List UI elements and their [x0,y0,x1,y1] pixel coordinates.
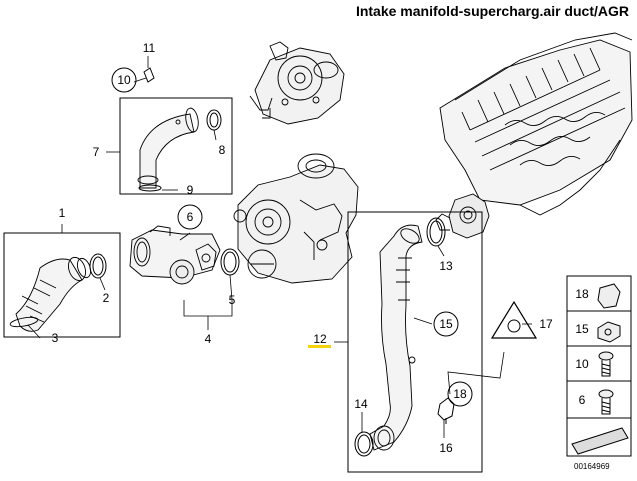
legend-nut-icon [597,321,621,343]
clip-part-10 [143,67,155,83]
callout-10-label: 10 [117,73,131,87]
o-ring-part-8 [206,109,222,131]
legend-item-10: 10 [575,357,589,371]
legend-item-15: 15 [575,322,589,336]
air-hose-part-3 [9,256,92,332]
legend-bolt-6-icon [598,389,614,415]
callout-7-label: 7 [93,145,100,159]
callout-5-label: 5 [229,293,236,307]
legend-item-6: 6 [579,393,586,407]
throttle-housing-part-4 [129,225,221,285]
warning-triangle-icon [490,300,538,339]
part-group-7-frame [119,97,233,195]
callout-3-label: 3 [52,331,59,345]
callout-12-label: 12 [313,332,327,346]
callout-1-label: 1 [59,206,66,220]
callout-15-circle [433,311,459,337]
callout-2-label: 2 [103,291,110,305]
legend-labels: 18 15 10 6 [575,287,589,407]
callout-15-label: 15 [439,317,453,331]
callout-18-circle [447,381,473,407]
callout-14-label: 14 [354,397,368,411]
diagram-title: Intake manifold-supercharg.air duct/AGR [355,3,629,19]
legend-frame [566,275,632,457]
callout-11-label: 11 [143,41,156,55]
charge-pipe-part-7 [137,107,199,189]
callout-16-label: 16 [439,441,453,455]
legend-bolt-10-icon [598,351,614,377]
lower-turbocharger-drawing [233,153,359,284]
callout-10-circle [111,67,137,93]
callout-9-label: 9 [187,183,194,197]
sensor-part-16 [437,397,455,424]
legend-clip-icon [597,283,621,309]
callout-6-circle [177,204,203,230]
o-ring-part-5 [220,248,240,276]
o-ring-part-14 [354,431,374,457]
legend-seal-icon [571,427,629,455]
o-ring-part-13 [426,217,446,247]
callout-6-label: 6 [187,210,194,224]
o-ring-part-2 [89,253,107,279]
charge-air-pipe-part-12 [369,224,423,451]
legend-item-18: 18 [575,287,589,301]
document-number: 00164969 [574,462,610,471]
callout-17-label: 17 [539,317,553,331]
o-ring-part-9 [138,184,162,192]
upper-turbocharger-drawing [249,41,345,125]
callout-13-label: 13 [439,259,453,273]
callout-labels: 1 2 3 4 5 6 7 8 9 10 11 12 13 14 15 16 1… [52,41,553,455]
legend-dividers [567,310,631,419]
callout-18-label: 18 [453,387,467,401]
callout-12-highlight [308,345,331,348]
callout-8-label: 8 [219,143,226,157]
warning-symbol-icon [507,319,521,333]
intake-manifold-drawing [435,32,633,239]
callout-4-label: 4 [205,332,212,346]
